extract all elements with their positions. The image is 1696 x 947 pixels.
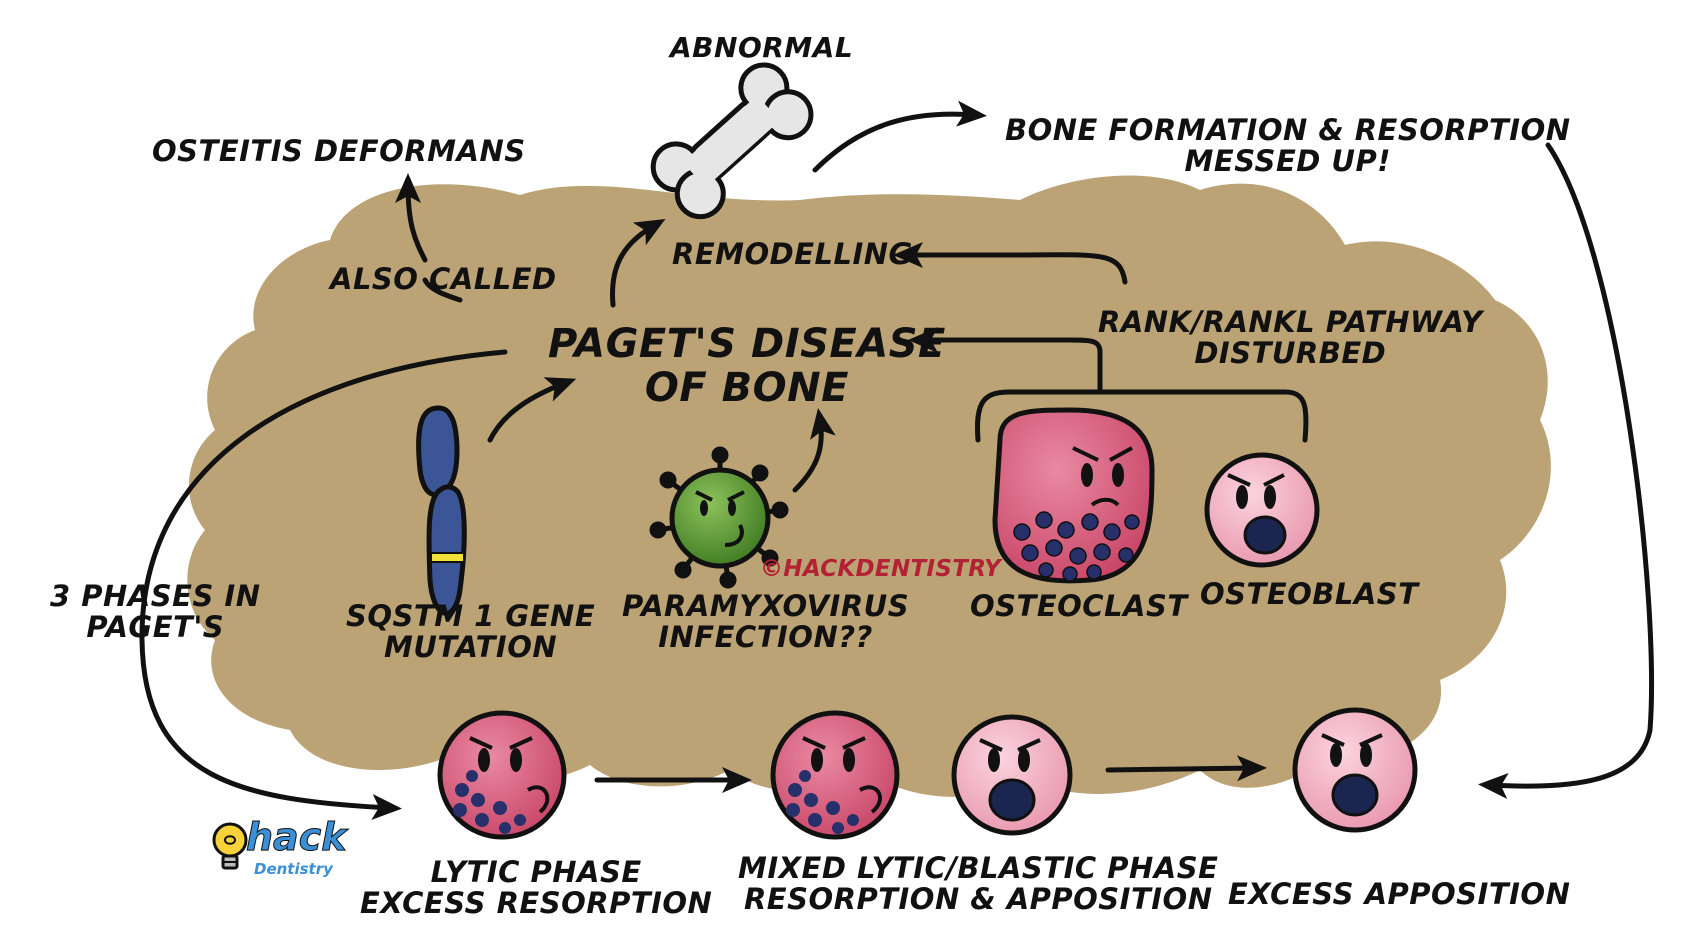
copyright-label: ©HACKDENTISTRY	[760, 556, 1002, 582]
bracket-cells	[974, 389, 1309, 443]
rank-line2: DISTURBED	[1194, 336, 1387, 370]
lytic-line2: EXCESS RESORPTION	[360, 886, 713, 920]
osteoblast-icon	[1204, 452, 1320, 568]
mixed-phase-osteoblast-icon	[951, 714, 1073, 836]
bone-formation-line1: BONE FORMATION & RESORPTION	[1005, 113, 1571, 147]
sqstm-line2: MUTATION	[384, 630, 558, 664]
arrow-gene-to-pagets	[487, 377, 577, 443]
mixed-line1: MIXED LYTIC/BLASTIC PHASE	[738, 851, 1219, 885]
mixed-phase-label: MIXED LYTIC/BLASTIC PHASE RESORPTION & A…	[738, 854, 1218, 914]
paramyxo-line1: PARAMYXOVIRUS	[622, 589, 910, 623]
also-called-connector	[422, 277, 463, 303]
bone-icon	[650, 62, 814, 220]
arrow-to-lytic-phase	[139, 349, 508, 821]
lytic-line1: LYTIC PHASE	[430, 855, 642, 889]
three-phases-label: 3 PHASES IN PAGET'S	[50, 582, 260, 642]
lightbulb-logo-icon	[212, 822, 248, 870]
three-phases-line1: 3 PHASES IN	[50, 579, 261, 613]
arrow-to-osteitis	[395, 173, 428, 263]
osteoclast-icon	[992, 407, 1155, 584]
three-phases-line2: PAGET'S	[86, 610, 225, 644]
mixed-line2: RESORPTION & APPOSITION	[743, 882, 1213, 916]
rank-line1: RANK/RANKL PATHWAY	[1098, 305, 1483, 339]
arrow-to-excess-apposition	[1478, 142, 1654, 799]
logo-subtext: Dentistry	[254, 860, 333, 878]
arrow-cells-to-pagets	[908, 327, 1103, 388]
excess-apposition-osteoblast-icon	[1292, 707, 1418, 833]
bone-formation-resorption-label: BONE FORMATION & RESORPTION MESSED UP!	[1005, 116, 1571, 176]
arrow-virus-to-pagets	[792, 408, 836, 493]
chromosome-icon	[416, 405, 467, 616]
paramyxo-line2: INFECTION??	[658, 620, 873, 654]
abnormal-label: ABNORMAL	[670, 31, 854, 64]
pagets-line1: PAGET'S DISEASE	[548, 321, 946, 367]
paramyxovirus-label: PARAMYXOVIRUS INFECTION??	[622, 592, 909, 652]
arrows	[139, 100, 1654, 821]
mixed-phase-osteoclast-icon	[770, 710, 900, 840]
osteitis-deformans-label: OSTEITIS DEFORMANS	[152, 134, 526, 168]
arrow-mixed-to-excess	[1105, 755, 1267, 782]
pagets-disease-title: PAGET'S DISEASE OF BONE	[548, 322, 946, 410]
arrow-to-bone-formation	[812, 100, 987, 173]
osteoclast-label: OSTEOCLAST	[970, 589, 1188, 623]
sqstm-gene-label: SQSTM 1 GENE MUTATION	[346, 602, 595, 662]
also-called-label: ALSO CALLED	[330, 262, 557, 296]
arrow-rank-to-remodelling	[893, 242, 1128, 285]
arrow-to-remodelling	[610, 219, 666, 308]
bone-formation-line2: MESSED UP!	[1184, 144, 1391, 178]
logo-text: hack	[246, 815, 347, 859]
rank-rankl-label: RANK/RANKL PATHWAY DISTURBED	[1098, 308, 1483, 368]
osteoblast-label: OSTEOBLAST	[1200, 577, 1419, 611]
pagets-line2: OF BONE	[644, 365, 849, 411]
virus-icon	[649, 446, 789, 589]
remodelling-label: REMODELLING	[672, 237, 913, 271]
background-blob	[187, 175, 1551, 797]
excess-apposition-label: EXCESS APPOSITION	[1228, 877, 1571, 911]
sqstm-line1: SQSTM 1 GENE	[346, 599, 596, 633]
lytic-phase-osteoclast-icon	[437, 710, 567, 840]
hackdentistry-logo: hack Dentistry	[210, 818, 350, 888]
lytic-phase-label: LYTIC PHASE EXCESS RESORPTION	[360, 858, 712, 918]
